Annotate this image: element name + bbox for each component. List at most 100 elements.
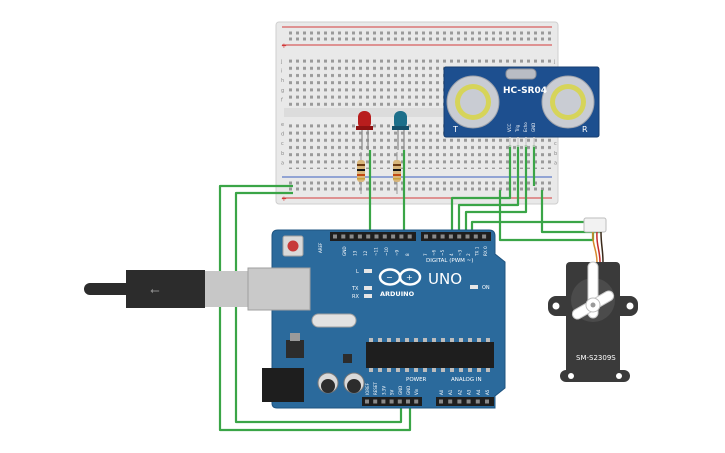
header-hole[interactable] [382,234,387,239]
header-hole[interactable] [399,234,404,239]
top-power-rail [288,29,552,42]
capacitor-2-top [347,379,361,393]
chip-pin [369,368,373,372]
chip-pin [414,338,418,342]
logo-plus: + [406,273,413,282]
l-led [364,269,372,273]
chip-pin [441,338,445,342]
wire-servo-gnd[interactable] [540,190,601,234]
digital-pin-label: 8 [405,253,410,256]
header-hole[interactable] [448,234,453,239]
servo-hole-left [552,302,560,310]
regulator-tab [290,333,300,341]
wire-gnd-rail[interactable] [234,191,403,424]
row-letter-i: i [281,69,282,75]
wire-sensor-vcc[interactable] [450,145,512,232]
resistor-2[interactable] [393,152,401,194]
wire-5v-rail[interactable] [218,184,412,432]
analog-header [436,397,494,406]
sensor-pin-label: GND [531,123,536,132]
power-pin-label: GND [406,386,411,395]
power-pin-label: GND [398,386,403,395]
chip-pin [405,368,409,372]
chip-pin [450,368,454,372]
reset-button-cap[interactable] [287,240,299,252]
servo-motor[interactable]: SM-S2309S [548,217,638,382]
chip-pin [441,368,445,372]
header-hole[interactable] [440,234,445,239]
chip-pin [486,338,490,342]
power-pin-label: Vin [414,388,419,395]
digital-header-left [330,232,416,241]
power-header-label: POWER [406,377,427,383]
capacitor-1-top [321,379,335,393]
header-hole[interactable] [457,234,462,239]
row-letter-right-a: a [554,160,557,166]
power-pin-label: RESET [373,382,378,395]
header-hole[interactable] [414,399,419,404]
header-hole[interactable] [397,399,402,404]
header-hole[interactable] [374,234,379,239]
header-hole[interactable] [381,399,386,404]
chip-pin [432,368,436,372]
header-hole[interactable] [424,234,428,239]
header-hole[interactable] [432,234,437,239]
sensor-pins [509,137,535,147]
resistor-1[interactable] [357,152,365,194]
led-red[interactable] [356,111,373,150]
header-hole[interactable] [391,234,396,239]
digital-header-right [421,232,491,241]
header-hole[interactable] [373,399,378,404]
header-hole[interactable] [485,399,489,404]
transducer-left-core [460,89,486,115]
chip-pin [378,368,382,372]
led-blue[interactable] [392,111,409,150]
header-hole[interactable] [473,234,478,239]
header-hole[interactable] [341,234,346,239]
power-pin-label: 5V [390,389,395,395]
row-letter-b: b [281,151,284,157]
digital-pin-label: ~5 [440,249,445,256]
analog-pin-label: A0 [439,389,444,395]
header-hole[interactable] [475,399,480,404]
row-letter-j: j [280,59,282,65]
plus-sign-top: + [281,42,287,50]
header-hole[interactable] [365,399,369,404]
chip-pin [369,338,373,342]
header-hole[interactable] [406,399,410,404]
chip-pin [423,368,427,372]
header-hole[interactable] [465,234,470,239]
digital-pin-label: 7 [423,253,428,256]
header-hole[interactable] [349,234,354,239]
servo-bottom-tabs [560,370,630,382]
digital-header-label: DIGITAL (PWM ~) [426,258,473,264]
header-hole[interactable] [357,234,362,239]
on-led [470,285,478,289]
header-hole[interactable] [333,234,337,239]
wire-sensor-echo[interactable] [464,145,528,232]
servo-connector[interactable] [583,217,607,233]
header-hole[interactable] [482,234,487,239]
chip-pin [459,338,463,342]
chip-pin [396,368,400,372]
wire-sensor-trig[interactable] [457,145,520,232]
row-letter-d: d [281,132,284,138]
servo-horn[interactable] [571,261,616,321]
header-hole[interactable] [407,234,412,239]
analog-pin-label: A1 [448,389,453,395]
digital-pin-label: 4 [449,253,454,256]
analog-pin-label: A3 [467,389,472,395]
header-hole[interactable] [457,399,462,404]
usb-cable[interactable]: ⭠ [84,270,249,308]
header-hole[interactable] [389,399,394,404]
chip-pin [486,368,490,372]
header-hole[interactable] [366,234,371,239]
header-hole[interactable] [439,399,443,404]
chip-pin [378,338,382,342]
header-hole[interactable] [466,399,471,404]
header-hole[interactable] [448,399,453,404]
analog-pin-label: A5 [485,389,490,395]
chip-pin [477,338,481,342]
